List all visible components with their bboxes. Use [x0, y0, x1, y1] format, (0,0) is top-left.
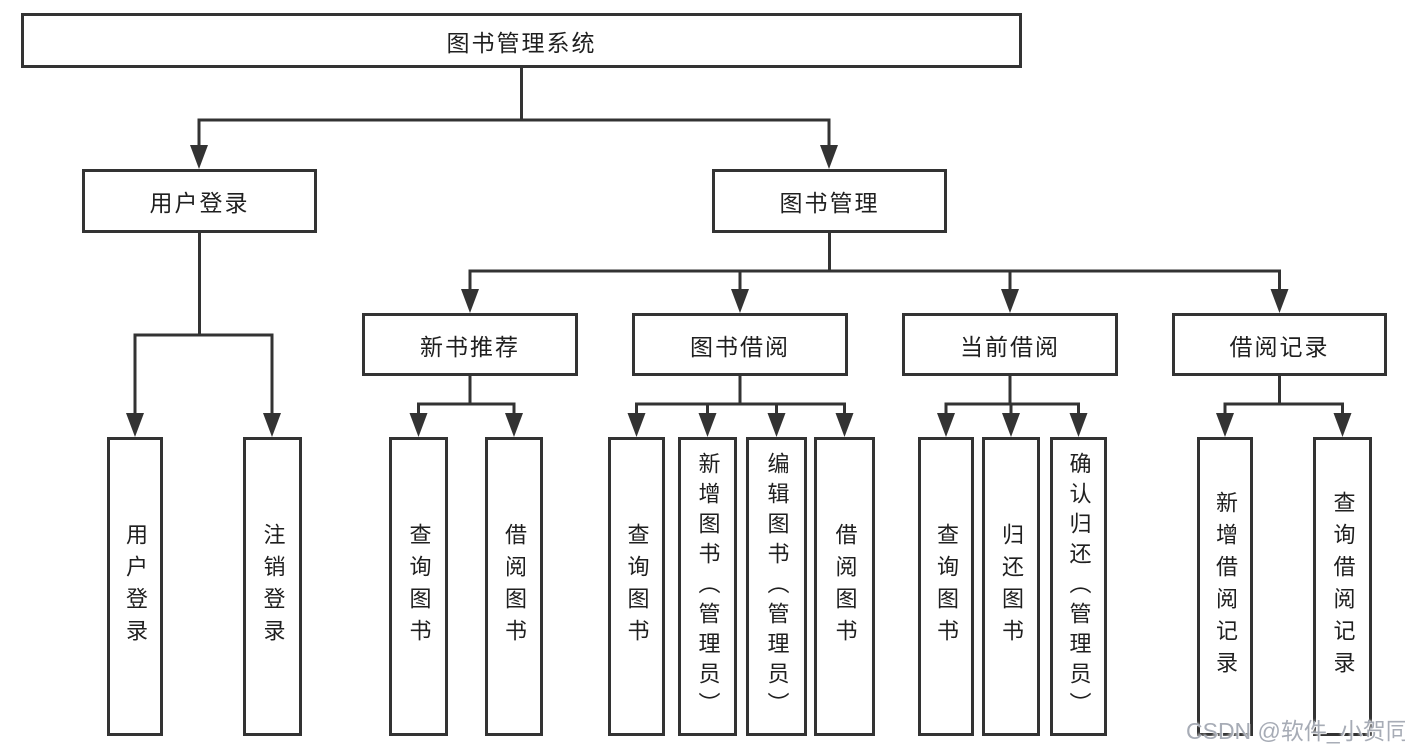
- connector-bookmgmt-to-level3: [468, 231, 1281, 293]
- connector-recommend-to-children: [417, 374, 516, 417]
- node-label: 当前借阅: [960, 333, 1060, 360]
- arrowheads: [126, 145, 1352, 437]
- node-label: 用户登录: [123, 522, 148, 651]
- node-borrowing-records: 借阅记录: [1172, 313, 1387, 376]
- node-label: 查询借阅记录: [1330, 490, 1356, 683]
- node-leaf-query-books-borrow: 查询图书: [608, 437, 665, 736]
- node-label: 注销登录: [260, 522, 286, 651]
- node-leaf-confirm-return-admin: 确认归还（管理员）: [1050, 437, 1107, 736]
- connector-records-to-children: [1223, 374, 1344, 417]
- node-label: 图书借阅: [690, 333, 790, 360]
- node-label: 借阅图书: [502, 522, 527, 651]
- node-label: 新增图书（管理员）: [695, 451, 721, 722]
- node-book-management: 图书管理: [712, 169, 947, 233]
- node-label: 归还图书: [999, 522, 1024, 651]
- node-leaf-edit-books-admin: 编辑图书（管理员）: [746, 437, 807, 736]
- node-library-management-system: 图书管理系统: [21, 13, 1022, 68]
- node-label: 查询图书: [406, 522, 432, 651]
- connector-borrow-to-children: [635, 374, 846, 417]
- node-label: 借阅记录: [1229, 333, 1330, 360]
- node-leaf-add-books-admin: 新增图书（管理员）: [678, 437, 737, 736]
- connector-current-to-children: [944, 374, 1080, 417]
- node-leaf-user-login: 用户登录: [107, 437, 163, 736]
- node-user-login: 用户登录: [82, 169, 317, 233]
- node-label: 查询图书: [624, 522, 650, 651]
- node-label: 用户登录: [149, 190, 250, 216]
- node-leaf-query-books-recommend: 查询图书: [389, 437, 448, 736]
- node-label: 新增借阅记录: [1213, 490, 1238, 683]
- node-label: 图书管理系统: [446, 29, 597, 56]
- connector-userlogin-to-children: [133, 231, 274, 417]
- node-label: 编辑图书（管理员）: [764, 451, 790, 722]
- node-label: 图书管理: [779, 190, 880, 216]
- node-label: 新书推荐: [420, 333, 520, 360]
- node-leaf-add-borrow-record: 新增借阅记录: [1197, 437, 1253, 736]
- node-current-borrowing: 当前借阅: [902, 313, 1118, 376]
- node-leaf-query-books-current: 查询图书: [918, 437, 974, 736]
- node-leaf-borrow-books-recommend: 借阅图书: [485, 437, 543, 736]
- node-new-book-recommend: 新书推荐: [362, 313, 578, 376]
- node-label: 借阅图书: [832, 522, 858, 651]
- node-leaf-return-books: 归还图书: [982, 437, 1040, 736]
- node-leaf-query-borrow-record: 查询借阅记录: [1313, 437, 1372, 736]
- csdn-watermark: CSDN @软件_小贺同学: [1186, 718, 1405, 744]
- node-leaf-logout: 注销登录: [243, 437, 302, 736]
- node-label: 确认归还（管理员）: [1066, 451, 1092, 722]
- connector-root-to-level2: [197, 66, 831, 149]
- node-book-borrowing: 图书借阅: [632, 313, 848, 376]
- node-leaf-borrow-books: 借阅图书: [814, 437, 875, 736]
- node-label: 查询图书: [934, 522, 959, 651]
